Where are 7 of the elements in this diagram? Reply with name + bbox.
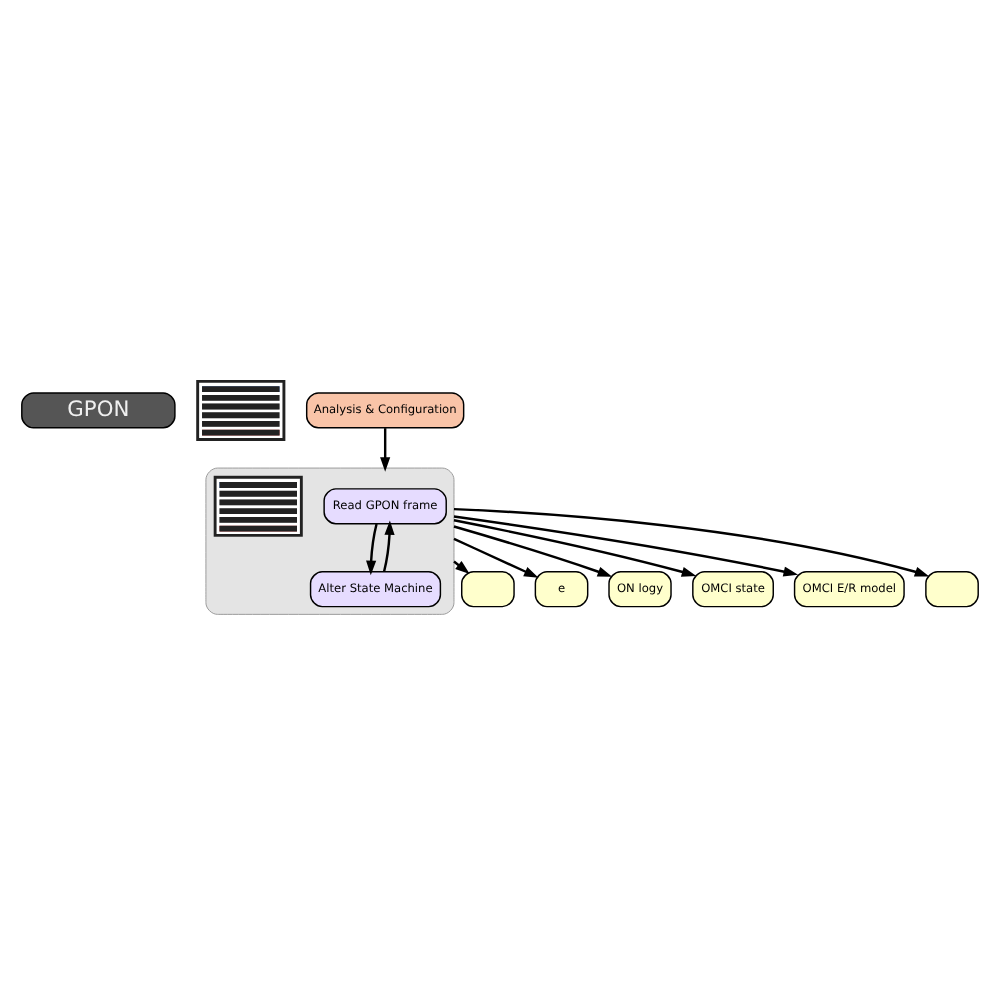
node-box: GPON xyxy=(21,391,176,428)
node-box xyxy=(461,570,515,607)
cluster xyxy=(205,466,455,614)
arrow xyxy=(380,427,391,471)
arrow xyxy=(366,522,378,575)
node-box xyxy=(925,570,979,607)
arrow xyxy=(382,519,395,571)
